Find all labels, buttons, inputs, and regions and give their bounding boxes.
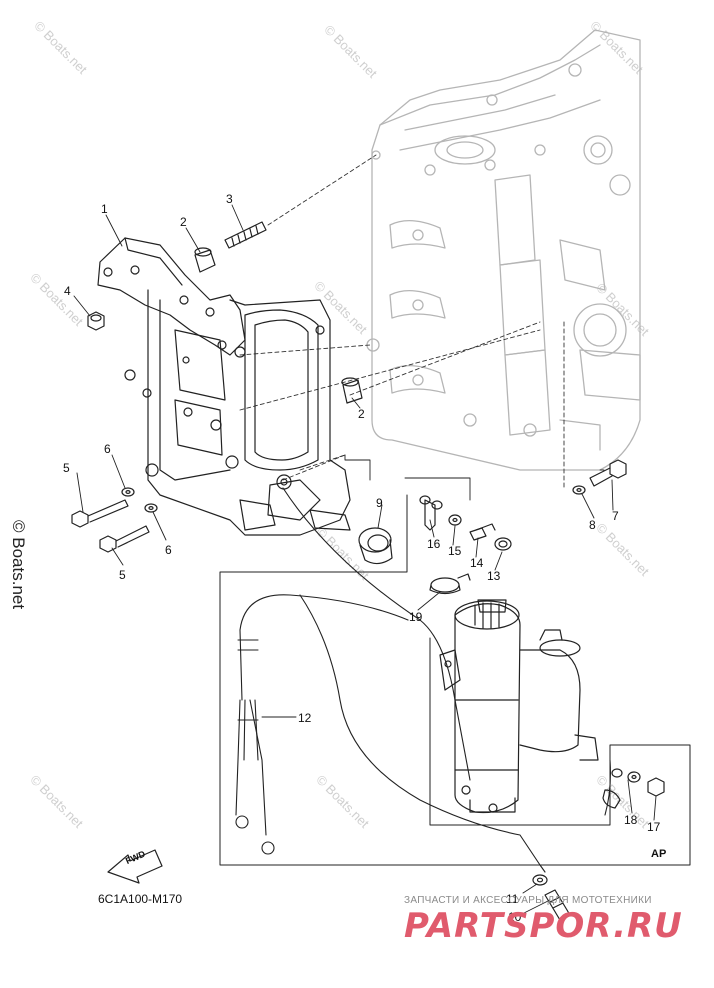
brand-logo: PARTSPOR.RU <box>404 906 683 946</box>
callout-6: 6 <box>104 442 111 456</box>
bolt-part-7 <box>589 459 627 487</box>
callout-17: 17 <box>647 820 661 834</box>
callout-18: 18 <box>624 813 638 827</box>
collar-part-2 <box>194 247 363 404</box>
starter-motor <box>439 599 599 814</box>
washer-part-6 <box>121 487 158 513</box>
diagram-code: 6C1A100-M170 <box>98 892 183 906</box>
callout-3: 3 <box>226 192 233 206</box>
assembly-lines <box>239 154 606 491</box>
electrical-bracket <box>124 289 351 536</box>
brand-tagline: ЗАПЧАСТИ И АКСЕССУАРЫ ДЛЯ МОТОТЕХНИКИ <box>404 895 652 906</box>
callout-2: 2 <box>180 215 187 229</box>
nut-washer-parts-17-18 <box>602 768 665 809</box>
grommet-part-9 <box>358 527 393 565</box>
bolt-washer-parts-10-11 <box>532 874 571 921</box>
callout-2: 2 <box>358 407 365 421</box>
callout-7: 7 <box>612 509 619 523</box>
callout-9: 9 <box>376 496 383 510</box>
washer-part-8 <box>572 485 586 495</box>
stud-bolt-part-3 <box>224 221 267 249</box>
callout-12: 12 <box>298 711 312 725</box>
callout-15: 15 <box>448 544 462 558</box>
bracket-part-1 <box>97 237 246 356</box>
callout-14: 14 <box>470 556 484 570</box>
bolt-part-5 <box>71 499 150 553</box>
callout-16: 16 <box>427 537 441 551</box>
nut-part-4 <box>87 311 105 331</box>
leader-lines <box>73 204 657 914</box>
callout-19: 19 <box>409 610 423 624</box>
forward-arrow-icon <box>107 849 163 884</box>
wiring-frame <box>219 454 691 866</box>
callout-6: 6 <box>165 543 172 557</box>
callout-4: 4 <box>64 284 71 298</box>
callout-11: 11 <box>506 892 519 906</box>
wire-harness-part-12 <box>235 487 611 873</box>
callout-1: 1 <box>101 202 108 216</box>
engine-block-outline <box>366 29 641 471</box>
callout-13: 13 <box>487 569 501 583</box>
variant-label: AP <box>651 848 667 860</box>
callout-10: 10 <box>508 910 522 924</box>
terminal-parts-13-16 <box>419 495 512 551</box>
callout-5: 5 <box>63 461 70 475</box>
clamp-part-19 <box>429 573 471 595</box>
callout-5: 5 <box>119 568 126 582</box>
callout-8: 8 <box>589 518 596 532</box>
